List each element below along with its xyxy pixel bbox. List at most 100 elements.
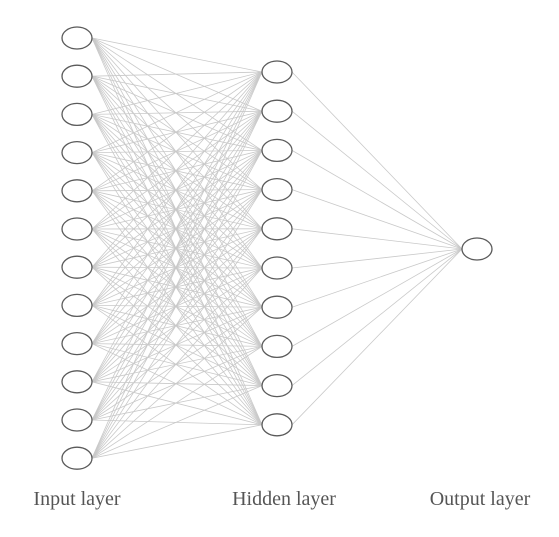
connection-l0-4-4: [91, 190, 263, 230]
connection-l0-11-5: [91, 267, 263, 459]
connection-l0-9-8: [91, 381, 263, 386]
connection-l1-7-0: [291, 248, 463, 347]
input-neuron-3: [61, 102, 93, 127]
connection-l0-4-5: [91, 190, 263, 269]
connection-l0-5-6: [91, 228, 263, 308]
hidden-neuron-5: [261, 217, 293, 241]
hidden-neuron-3: [261, 138, 293, 163]
connection-l0-11-3: [91, 189, 263, 459]
connection-l0-10-8: [91, 385, 263, 421]
connection-l0-7-8: [91, 305, 263, 386]
connection-l1-5-0: [291, 248, 463, 269]
connection-l0-2-3: [91, 114, 263, 190]
connection-l0-6-6: [91, 266, 263, 308]
connection-l0-1-4: [91, 75, 263, 230]
neurons: [61, 26, 493, 470]
connection-l0-0-3: [91, 37, 263, 190]
connection-l0-3-7: [91, 152, 263, 347]
connection-l0-0-1: [91, 37, 263, 112]
input-neuron-1: [61, 26, 93, 50]
connection-l0-1-2: [91, 75, 263, 151]
hidden-neuron-10: [261, 413, 293, 437]
connection-l0-11-9: [91, 424, 263, 459]
connection-l0-10-0: [91, 71, 263, 421]
connection-l0-5-5: [91, 228, 263, 269]
hidden-neuron-4: [261, 177, 293, 202]
connection-l0-9-7: [91, 346, 263, 383]
input-neuron-6: [61, 217, 93, 241]
connection-l0-7-5: [91, 267, 263, 306]
connection-l0-3-6: [91, 152, 263, 308]
hidden-neuron-9: [261, 373, 293, 398]
connection-l0-5-3: [91, 189, 263, 230]
connection-l0-2-5: [91, 114, 263, 269]
connection-l0-4-6: [91, 190, 263, 308]
connection-l0-0-2: [91, 37, 263, 151]
input-neuron-10: [61, 370, 93, 394]
connection-l0-2-2: [91, 114, 263, 151]
connection-l0-4-2: [91, 150, 263, 192]
connection-l0-4-8: [91, 190, 263, 386]
connection-l0-2-0: [91, 71, 263, 115]
connection-l0-6-4: [91, 228, 263, 268]
connection-l0-0-4: [91, 37, 263, 230]
input-neuron-4: [61, 140, 93, 165]
connection-l0-2-4: [91, 114, 263, 230]
hidden-layer-label: Hidden layer: [232, 488, 336, 510]
connection-l0-8-6: [91, 306, 263, 344]
connection-l0-7-9: [91, 305, 263, 426]
connection-l0-6-8: [91, 266, 263, 386]
hidden-neuron-6: [261, 256, 293, 280]
connections: [91, 37, 463, 459]
input-neuron-5: [61, 179, 93, 203]
connection-l0-8-9: [91, 343, 263, 426]
connection-l0-1-1: [91, 75, 263, 112]
connection-l0-11-1: [91, 111, 263, 459]
connection-l0-6-0: [91, 71, 263, 268]
connection-l0-3-0: [91, 71, 263, 153]
connection-l0-6-9: [91, 266, 263, 426]
connection-l0-1-0: [91, 71, 263, 77]
connection-l1-1-0: [291, 110, 463, 250]
connection-l0-6-5: [91, 266, 263, 269]
input-layer-label: Input layer: [33, 488, 121, 510]
connection-l1-3-0: [291, 189, 463, 250]
connection-l0-3-3: [91, 152, 263, 190]
hidden-neuron-8: [261, 334, 293, 359]
input-neuron-11: [61, 408, 93, 432]
connection-l1-6-0: [291, 248, 463, 308]
connection-l1-2-0: [291, 150, 463, 250]
connection-l1-8-0: [291, 248, 463, 386]
connection-l0-11-7: [91, 346, 263, 459]
connection-l0-8-0: [91, 71, 263, 344]
connection-l0-11-6: [91, 306, 263, 459]
connection-l0-3-1: [91, 110, 263, 153]
input-neuron-2: [61, 64, 93, 88]
output-neuron-1: [461, 237, 493, 261]
connection-l0-8-7: [91, 343, 263, 347]
connection-l0-4-7: [91, 190, 263, 347]
connection-l0-11-2: [91, 150, 263, 459]
connection-l0-3-2: [91, 150, 263, 153]
hidden-neuron-7: [261, 295, 293, 319]
connection-l1-0-0: [291, 71, 463, 250]
connection-l0-11-0: [91, 71, 263, 459]
connection-l0-11-8: [91, 385, 263, 459]
connection-l0-1-5: [91, 75, 263, 269]
input-neuron-9: [61, 331, 93, 356]
output-layer-label: Output layer: [429, 488, 531, 510]
connection-l0-5-8: [91, 228, 263, 386]
connection-l0-3-5: [91, 152, 263, 269]
connection-l0-0-0: [91, 37, 263, 73]
connection-l0-2-6: [91, 114, 263, 308]
connection-l0-7-6: [91, 305, 263, 308]
hidden-neuron-1: [261, 60, 293, 84]
input-neuron-7: [61, 255, 93, 279]
input-neuron-8: [61, 293, 93, 318]
connection-l0-11-4: [91, 228, 263, 459]
connection-l0-9-0: [91, 71, 263, 382]
connection-l0-2-1: [91, 110, 263, 115]
hidden-neuron-2: [261, 99, 293, 123]
connection-l0-6-7: [91, 266, 263, 347]
